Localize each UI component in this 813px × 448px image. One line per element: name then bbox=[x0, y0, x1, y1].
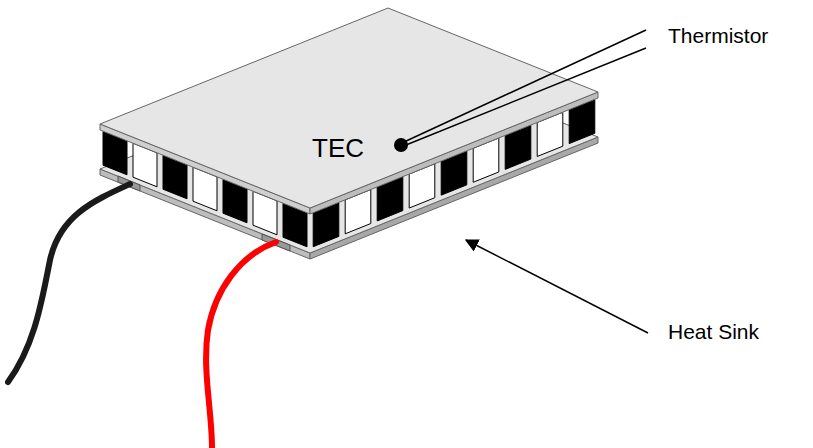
top-plate bbox=[100, 8, 598, 214]
component-label: Thermistor bbox=[668, 24, 768, 47]
component-label: Heat Sink bbox=[668, 320, 759, 343]
thermistor-lead bbox=[406, 48, 646, 145]
black-wire bbox=[8, 184, 130, 382]
leader-arrow bbox=[466, 240, 648, 333]
red-wire bbox=[206, 242, 276, 448]
thermistor-lead bbox=[404, 30, 646, 142]
thermistor-dot bbox=[394, 138, 408, 152]
part-label: TEC bbox=[312, 134, 364, 163]
